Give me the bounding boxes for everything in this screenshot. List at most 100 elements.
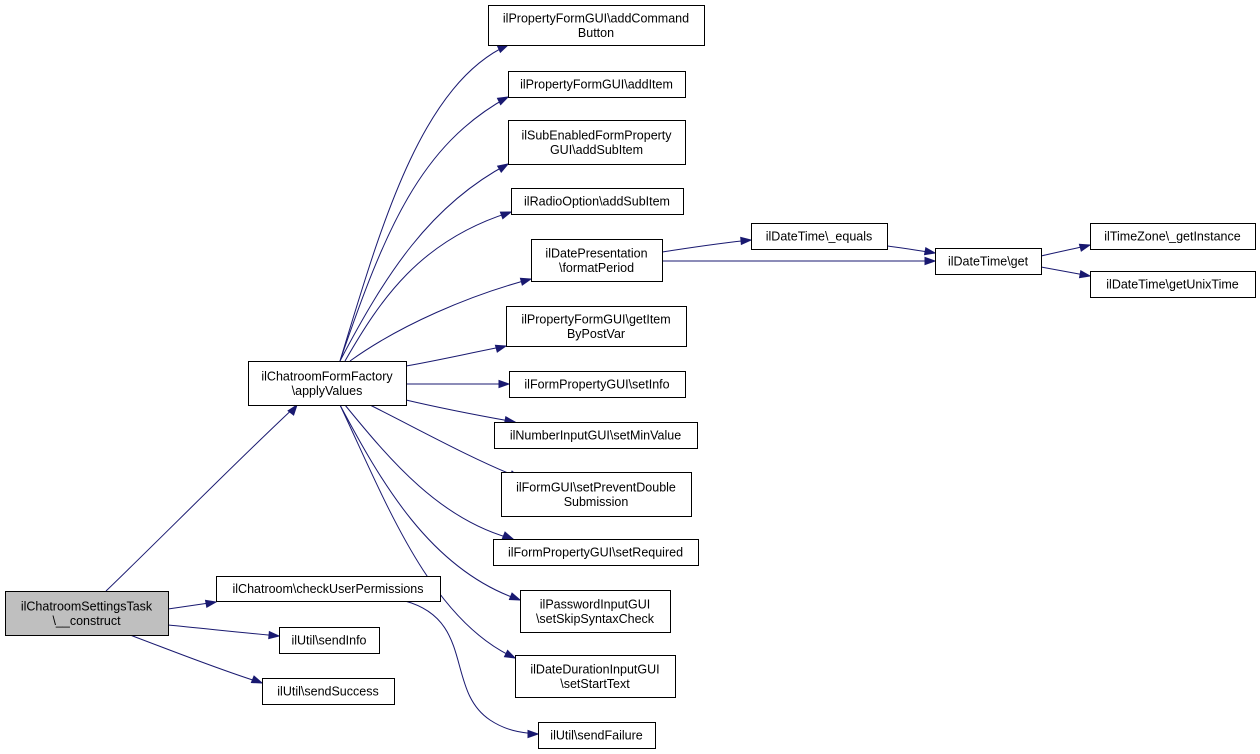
node-label: ilFormPropertyGUI\setRequired: [508, 546, 683, 560]
arrowhead: [204, 599, 218, 609]
node-box: [935, 248, 1042, 275]
edge-line: [339, 44, 509, 362]
node-label: ilFormPropertyGUI\setInfo: [524, 378, 669, 392]
node-box: [5, 591, 169, 636]
node-label: ilSubEnabledFormProperty: [521, 128, 672, 142]
node-label: ilChatroomFormFactory: [261, 369, 393, 383]
node-getInstance[interactable]: ilTimeZone\_getInstance: [1090, 223, 1256, 250]
node-construct[interactable]: ilChatroomSettingsTask\__construct: [5, 591, 169, 636]
node-box: [501, 472, 692, 517]
node-box: [508, 120, 686, 165]
arrowhead: [287, 403, 298, 416]
node-label: ilUtil\sendInfo: [291, 634, 366, 648]
node-label: ilPropertyFormGUI\getItem: [521, 312, 670, 326]
edge-applyValues-to-getItemByPostVar: [405, 344, 508, 367]
node-sendInfo[interactable]: ilUtil\sendInfo: [279, 627, 380, 654]
node-box: [506, 306, 687, 347]
node-label: \formatPeriod: [559, 261, 634, 275]
arrowhead: [1078, 243, 1092, 252]
arrowhead: [496, 44, 510, 54]
edge-equals-to-get: [886, 245, 937, 256]
edge-applyValues-to-setStartText: [339, 404, 517, 659]
arrowhead: [503, 649, 517, 659]
arrowhead: [923, 246, 937, 256]
node-label: \__construct: [52, 614, 121, 628]
arrowhead: [501, 531, 515, 540]
node-sendFailure[interactable]: ilUtil\sendFailure: [538, 722, 656, 749]
edge-formatPeriod-to-get: [662, 256, 937, 266]
edge-construct-to-applyValues: [105, 403, 298, 592]
nodes-layer: ilChatroomSettingsTask\__constructilChat…: [5, 5, 1256, 749]
edge-applyValues-to-setRequired: [344, 404, 515, 540]
node-sendSuccess[interactable]: ilUtil\sendSuccess: [262, 678, 395, 705]
node-label: \setSkipSyntaxCheck: [536, 612, 655, 626]
edge-applyValues-to-radioAddSubItem: [344, 211, 513, 362]
node-box: [538, 722, 656, 749]
edge-applyValues-to-formatPeriod: [349, 277, 533, 362]
edge-line: [349, 278, 532, 362]
arrowhead: [1078, 269, 1092, 279]
node-box: [509, 371, 686, 398]
node-setMinValue[interactable]: ilNumberInputGUI\setMinValue: [494, 422, 698, 449]
node-addItem[interactable]: ilPropertyFormGUI\addItem: [508, 71, 686, 98]
node-box: [520, 590, 671, 633]
node-box: [1090, 271, 1256, 298]
node-applyValues[interactable]: ilChatroomFormFactory\applyValues: [248, 361, 407, 406]
node-equals[interactable]: ilDateTime\_equals: [751, 223, 888, 250]
edge-get-to-getUnixTime: [1040, 266, 1092, 279]
node-label: ilChatroom\checkUserPermissions: [232, 582, 423, 596]
edge-applyValues-to-setInfo: [406, 379, 511, 389]
node-box: [262, 678, 395, 705]
arrowhead: [498, 379, 511, 389]
node-label: ByPostVar: [567, 327, 625, 341]
node-box: [511, 188, 684, 215]
node-label: ilDateTime\get: [948, 255, 1029, 269]
edge-line: [405, 345, 507, 367]
node-formatPeriod[interactable]: ilDatePresentation\formatPeriod: [531, 239, 663, 282]
node-box: [488, 5, 705, 46]
edge-construct-to-sendSuccess: [129, 634, 264, 684]
node-getUnixTime[interactable]: ilDateTime\getUnixTime: [1090, 271, 1256, 298]
node-box: [493, 539, 699, 566]
node-label: ilPasswordInputGUI: [540, 597, 650, 611]
edge-line: [339, 404, 516, 659]
edge-line: [344, 211, 512, 362]
edge-line: [344, 404, 514, 540]
edge-line: [339, 163, 509, 362]
edge-line: [661, 239, 752, 253]
edge-line: [339, 96, 509, 362]
edge-get-to-getInstance: [1040, 243, 1092, 257]
edge-applyValues-to-addCommandButton: [339, 44, 510, 362]
node-label: ilChatroomSettingsTask: [21, 599, 153, 613]
edge-line: [129, 634, 263, 684]
node-radioAddSubItem[interactable]: ilRadioOption\addSubItem: [511, 188, 684, 215]
edge-applyValues-to-addItem: [339, 96, 510, 362]
node-label: GUI\addSubItem: [550, 143, 643, 157]
arrowhead: [527, 729, 540, 739]
node-setSkipSyntaxCheck[interactable]: ilPasswordInputGUI\setSkipSyntaxCheck: [520, 590, 671, 633]
node-box: [248, 361, 407, 406]
edge-checkUserPermissions-to-sendFailure: [404, 600, 540, 739]
node-box: [1090, 223, 1256, 250]
edge-line: [405, 399, 516, 423]
node-box: [494, 422, 698, 449]
node-label: ilDateDurationInputGUI: [530, 662, 659, 676]
node-get[interactable]: ilDateTime\get: [935, 248, 1042, 275]
node-setInfo[interactable]: ilFormPropertyGUI\setInfo: [509, 371, 686, 398]
arrowhead: [499, 211, 513, 220]
arrowhead: [494, 344, 508, 353]
edges-layer: [105, 44, 1092, 739]
node-checkUserPermissions[interactable]: ilChatroom\checkUserPermissions: [216, 576, 441, 602]
node-label: ilRadioOption\addSubItem: [524, 195, 670, 209]
node-label: ilPropertyFormGUI\addItem: [520, 78, 673, 92]
edge-line: [404, 600, 539, 735]
edge-applyValues-to-subEnabledAddSubItem: [339, 163, 510, 362]
node-setRequired[interactable]: ilFormPropertyGUI\setRequired: [493, 539, 699, 566]
node-setStartText[interactable]: ilDateDurationInputGUI\setStartText: [515, 655, 676, 698]
node-label: ilDatePresentation: [545, 246, 647, 260]
